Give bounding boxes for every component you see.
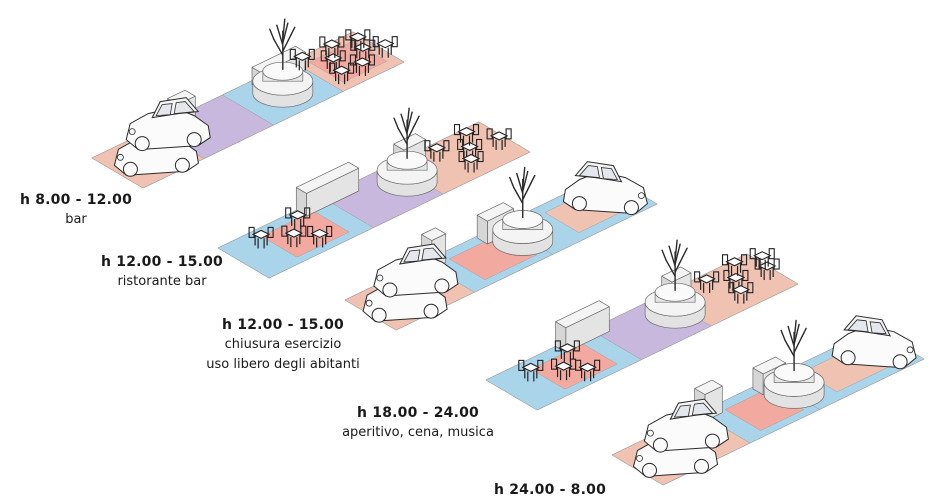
bench-block (295, 161, 360, 217)
cafe-table (372, 36, 398, 58)
car (125, 97, 211, 152)
cafe-table (248, 226, 274, 249)
car (831, 315, 917, 370)
caption-desc: aperitivo, cena, musica (342, 425, 494, 440)
car (643, 398, 729, 453)
caption-time: h 12.00 - 15.00 (222, 317, 344, 333)
caption-time: h 18.00 - 24.00 (357, 405, 479, 421)
cafe-table (486, 128, 512, 150)
cafe-table (754, 258, 780, 281)
caption-desc: bar (65, 212, 87, 227)
cafe-table (694, 271, 720, 293)
cafe-table (289, 48, 315, 71)
cafe-table (453, 124, 480, 146)
cafe-table (749, 248, 775, 270)
caption-desc: uso libero degli abitanti (206, 357, 360, 372)
cafe-table (728, 282, 754, 304)
parking-stalls (485, 253, 799, 411)
parklet-panel-aperitivo (485, 239, 799, 411)
cafe-table (349, 54, 375, 76)
caption-bar: h 8.00 - 12.00 bar (2, 190, 150, 230)
cafe-table (424, 140, 450, 162)
planter (376, 107, 438, 197)
cafe-table (458, 150, 484, 173)
planter (492, 166, 554, 256)
parklet-panel-night (611, 315, 925, 486)
caption-night: h 24.00 - 8.00 (470, 480, 630, 500)
caption-aperitivo: h 18.00 - 24.00 aperitivo, cena, musica (318, 403, 518, 443)
cafe-table (721, 254, 748, 276)
caption-time: h 8.00 - 12.00 (19, 192, 133, 208)
caption-time: h 24.00 - 8.00 (493, 482, 607, 498)
parklet-panel-restaurant (217, 107, 531, 279)
cafe-table (285, 207, 311, 229)
planter (252, 18, 314, 108)
planter (644, 239, 706, 329)
cafe-table (281, 225, 307, 248)
cafe-table (329, 62, 355, 85)
cafe-table (345, 29, 371, 51)
cafe-table (307, 225, 333, 248)
parklet-panel-bar (91, 18, 405, 189)
cafe-table (319, 36, 345, 58)
parklet-panel-public-use (344, 161, 658, 331)
caption-time: h 12.00 - 15.00 (101, 254, 223, 270)
cafe-table (575, 359, 601, 382)
car (562, 161, 648, 216)
caption-desc: chiusura esercizio (224, 337, 342, 352)
caption-restaurant: h 12.00 - 15.00 ristorante bar (82, 252, 242, 292)
cafe-table (554, 340, 580, 362)
caption-public-use: h 12.00 - 15.00 chiusura esercizio uso l… (178, 315, 388, 375)
caption-desc: ristorante bar (117, 274, 207, 289)
ground-plate (485, 253, 799, 411)
cafe-table (518, 359, 544, 382)
planter (763, 319, 825, 409)
car (373, 243, 459, 298)
